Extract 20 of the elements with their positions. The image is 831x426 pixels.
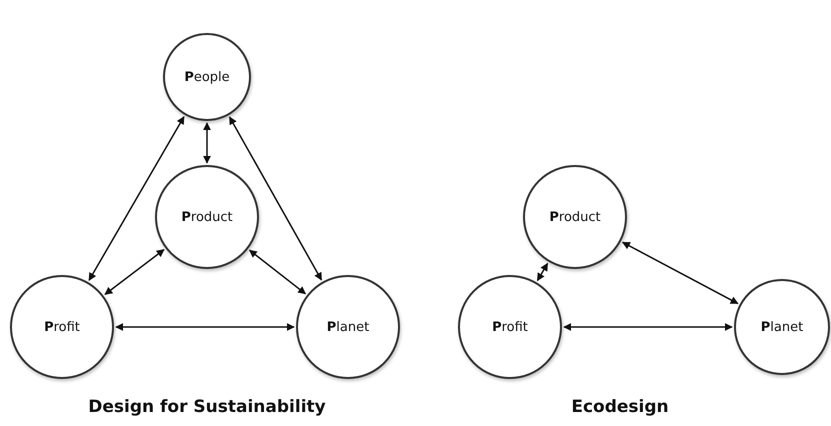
diagram-caption: Ecodesign: [571, 397, 669, 417]
arrow: [104, 249, 165, 295]
node-label: Product: [549, 210, 601, 224]
arrow: [203, 122, 211, 164]
arrow: [622, 242, 739, 304]
node-label: People: [184, 70, 230, 84]
circle-node: [155, 165, 259, 269]
arrow: [248, 250, 306, 294]
arrow: [88, 116, 185, 281]
arrow: [563, 323, 733, 331]
node-label: Profit: [44, 320, 80, 334]
node-label: Planet: [326, 320, 370, 334]
arrow: [536, 262, 548, 282]
node-label: Planet: [760, 320, 804, 334]
circle-node: [734, 279, 830, 375]
node-label: Profit: [492, 320, 528, 334]
node-label: Product: [181, 210, 233, 224]
diagram-caption: Design for Sustainability: [88, 397, 326, 417]
arrow: [228, 116, 322, 281]
arrow: [115, 323, 295, 331]
